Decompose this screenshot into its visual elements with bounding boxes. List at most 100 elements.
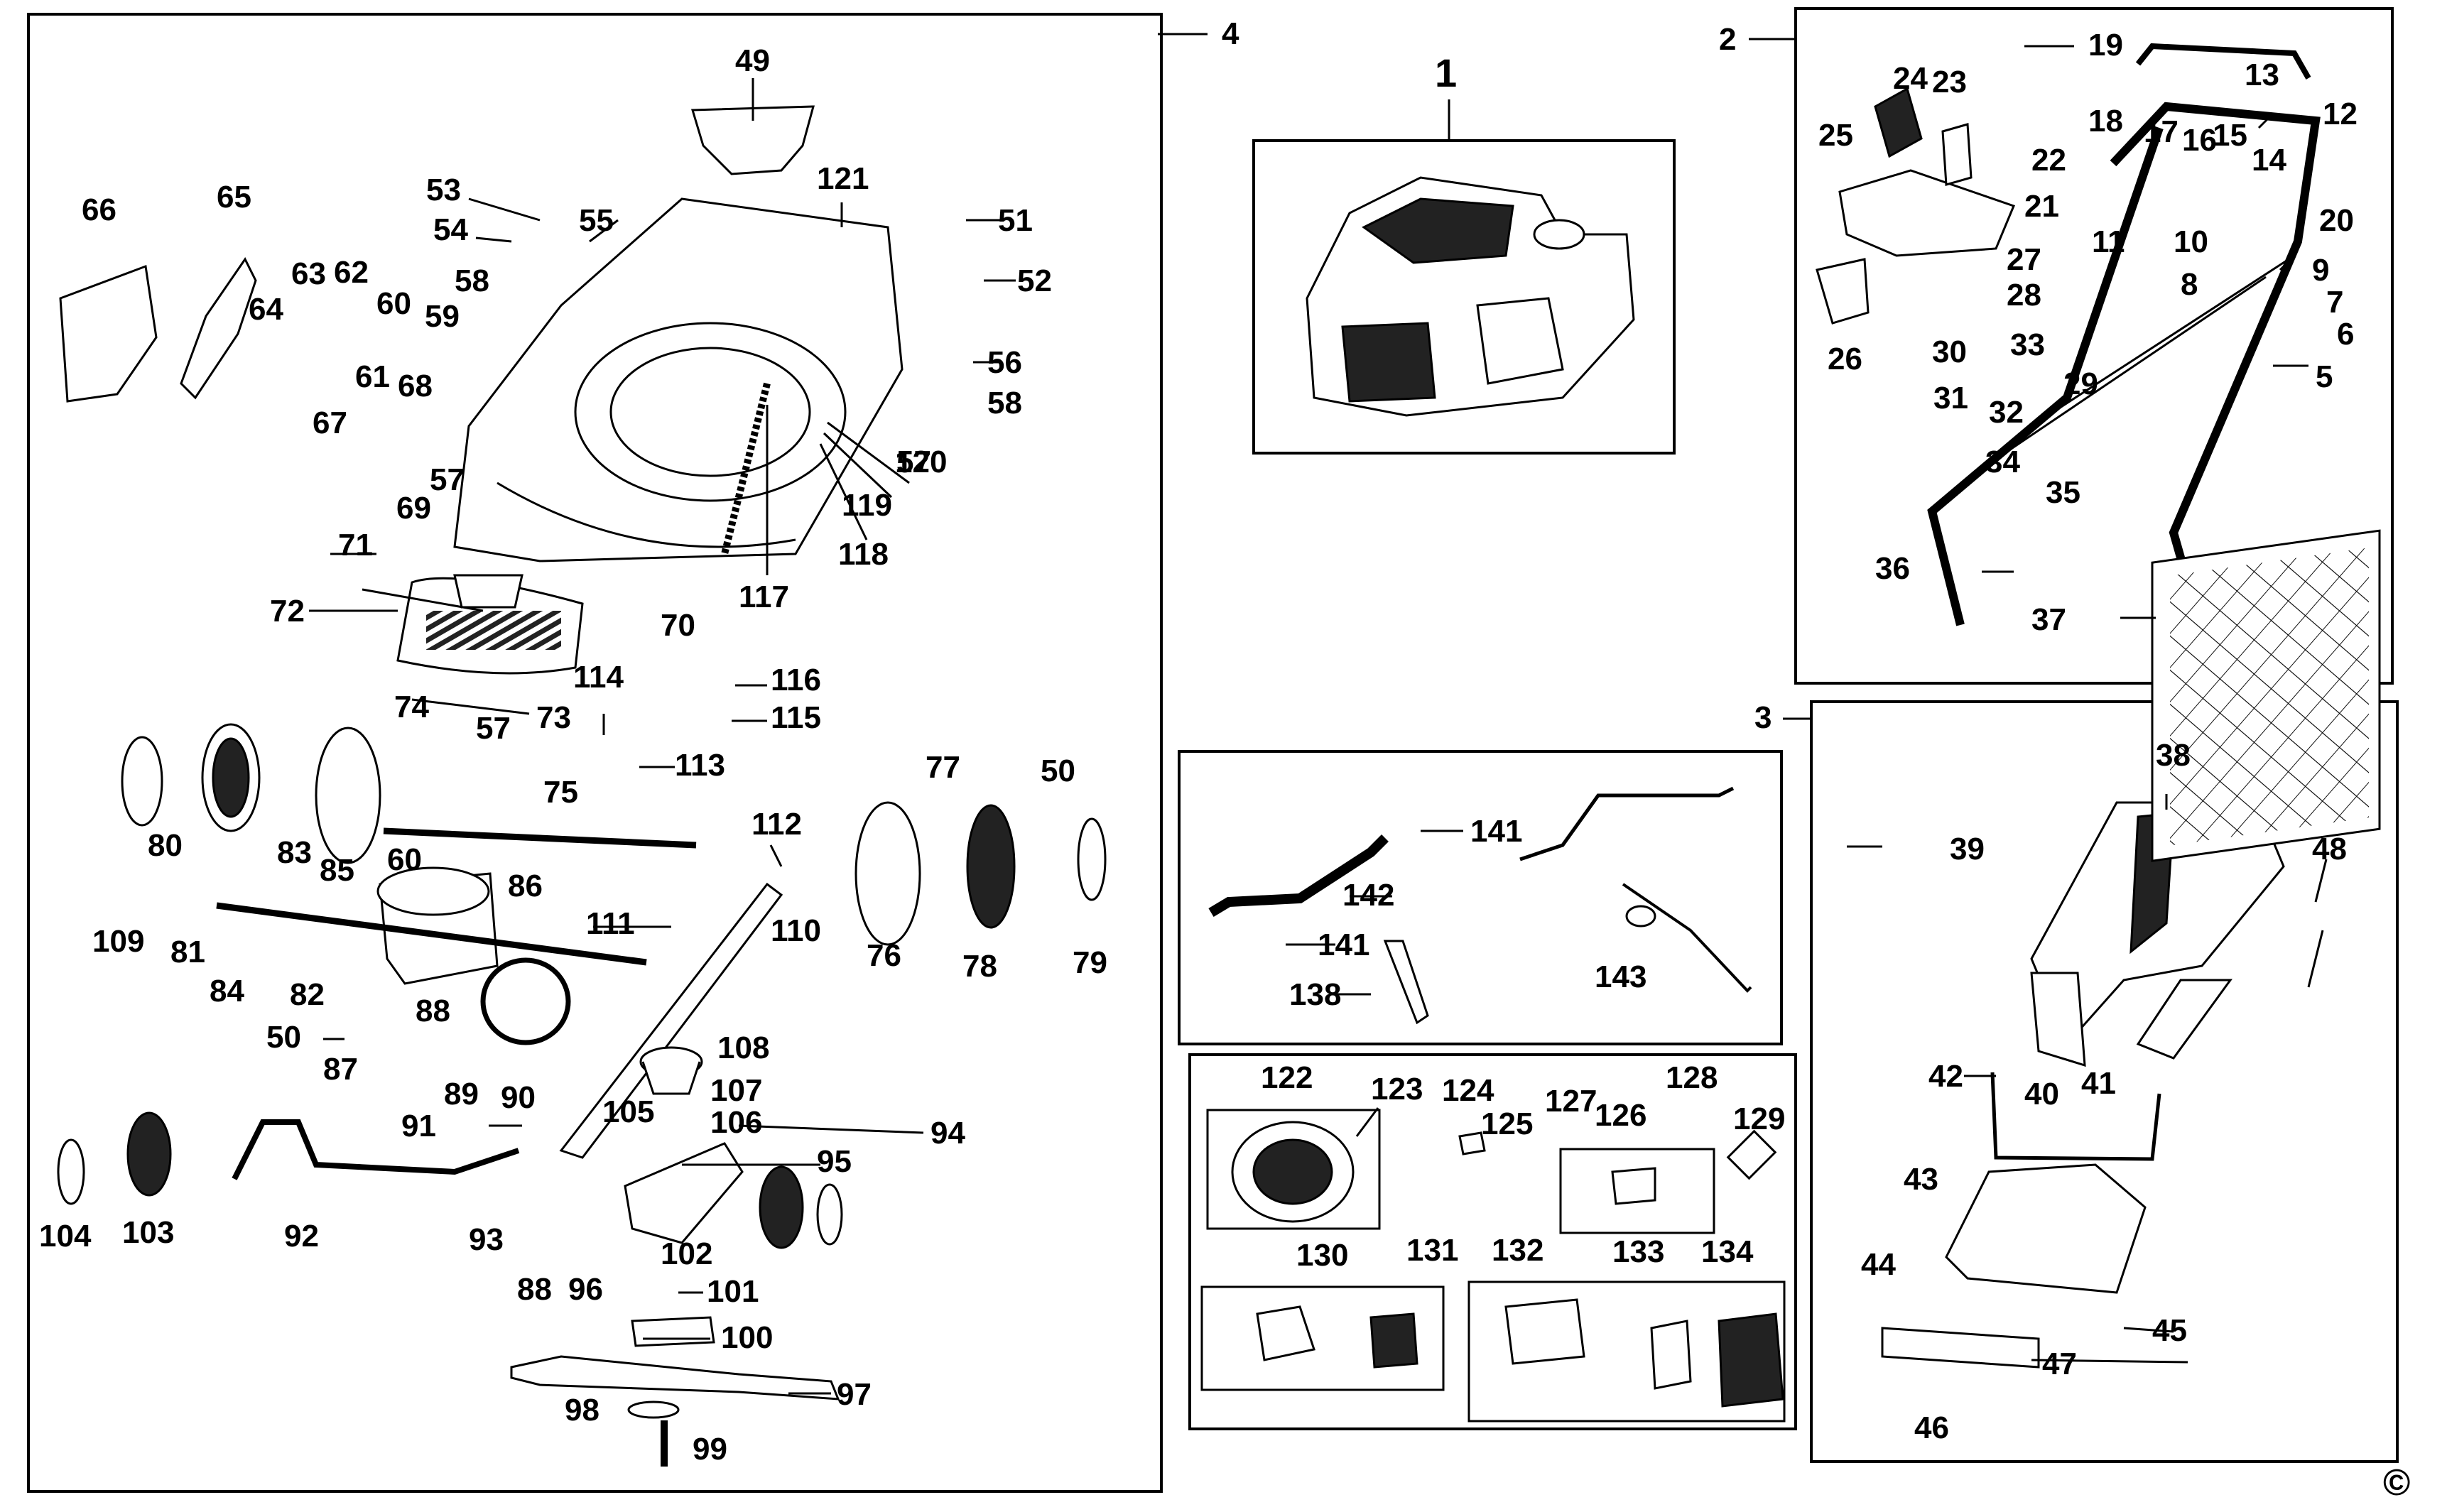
part-number-label: 100 [721, 1320, 773, 1355]
part-number-label: 15 [2213, 118, 2247, 153]
part-number-label: 128 [1666, 1060, 1718, 1095]
part-number-label: 58 [455, 263, 489, 298]
part-number-label: 85 [320, 853, 354, 888]
part-number-label: 90 [501, 1080, 536, 1115]
part-number-label: 97 [837, 1377, 872, 1412]
part-number-label: 103 [122, 1215, 174, 1250]
part-number-label: 107 [710, 1073, 762, 1108]
part-number-label: 93 [469, 1222, 504, 1257]
grassbag-artwork [1881, 529, 2381, 1369]
part-number-label: 76 [867, 938, 901, 973]
part-number-label: 33 [2010, 327, 2045, 362]
part-number-label: 55 [579, 203, 614, 238]
part-number-label: 2 [1719, 22, 1736, 57]
part-number-label: 121 [817, 161, 869, 196]
part-number-label: 49 [735, 43, 770, 78]
part-number-label: 12 [2323, 97, 2358, 131]
part-number-label: 34 [1985, 445, 2020, 479]
engine-parts-panel-frame [1188, 1053, 1797, 1430]
part-number-label: 37 [2031, 602, 2066, 637]
part-number-label: 102 [661, 1236, 712, 1271]
part-number-label: 53 [426, 173, 461, 207]
part-number-label: 127 [1545, 1084, 1597, 1119]
part-number-label: 94 [930, 1116, 965, 1151]
part-number-label: 132 [1492, 1233, 1543, 1268]
part-number-label: 122 [1261, 1060, 1313, 1095]
part-number-label: 14 [2252, 143, 2286, 178]
part-number-label: 88 [416, 994, 450, 1028]
part-number-label: 141 [1470, 814, 1522, 849]
part-number-label: 92 [284, 1219, 319, 1253]
part-number-label: 126 [1595, 1098, 1646, 1133]
part-number-label: 3 [1754, 700, 1772, 735]
part-number-label: 72 [270, 594, 305, 629]
part-number-label: 108 [717, 1030, 769, 1065]
part-number-label: 57 [430, 462, 465, 497]
part-number-label: 104 [39, 1219, 92, 1253]
part-number-label: 47 [2042, 1347, 2077, 1381]
part-number-label: 79 [1073, 945, 1107, 980]
part-number-label: 13 [2245, 58, 2279, 92]
part-number-label: 50 [1041, 754, 1075, 788]
part-number-label: 83 [277, 835, 312, 870]
part-number-label: 17 [2144, 114, 2179, 149]
part-number-label: 96 [568, 1272, 603, 1307]
engine-panel-frame [1252, 139, 1676, 455]
part-number-label: 75 [543, 775, 578, 810]
part-number-label: 19 [2088, 28, 2123, 62]
part-number-label: 105 [602, 1094, 654, 1129]
part-number-label: 10 [2174, 224, 2208, 259]
part-number-label: 133 [1612, 1234, 1664, 1269]
part-number-label: 60 [376, 286, 411, 321]
part-number-label: 109 [92, 924, 144, 959]
part-number-label: 115 [771, 700, 821, 735]
deck-parts-artwork [57, 105, 1107, 1467]
part-number-label: 68 [398, 369, 433, 403]
part-number-label: 50 [266, 1020, 301, 1055]
part-number-label: 60 [387, 842, 422, 877]
part-number-label: 30 [1932, 335, 1967, 369]
part-number-label: 46 [1914, 1410, 1949, 1445]
part-number-label: 112 [752, 807, 802, 842]
part-number-label: 42 [1928, 1059, 1963, 1094]
part-number-label: 61 [355, 359, 390, 394]
part-number-label: 40 [2024, 1077, 2059, 1111]
part-number-label: 57 [476, 711, 511, 746]
part-number-label: 27 [2007, 242, 2041, 277]
deck-panel-frame [27, 13, 1163, 1493]
part-number-label: 142 [1342, 878, 1394, 913]
part-number-label: 131 [1406, 1233, 1458, 1268]
part-number-label: 39 [1950, 832, 1985, 866]
part-number-label: 110 [771, 913, 821, 948]
part-number-label: 125 [1481, 1106, 1533, 1141]
part-number-label: 23 [1932, 65, 1967, 99]
part-number-label: 89 [444, 1077, 479, 1111]
part-number-label: 88 [517, 1272, 552, 1307]
part-number-label: 73 [536, 700, 571, 735]
part-number-label: 45 [2152, 1313, 2187, 1348]
part-number-label: 84 [210, 974, 244, 1008]
panel-frames [27, 7, 2399, 1493]
part-number-label: 28 [2007, 278, 2041, 312]
part-number-label: 31 [1933, 381, 1968, 415]
part-number-label: 118 [838, 537, 889, 572]
part-number-label: 51 [998, 203, 1033, 238]
part-number-label: 86 [508, 869, 543, 903]
part-number-label: 36 [1875, 551, 1910, 586]
copyright-mark: © [2383, 1462, 2410, 1503]
part-number-label: 4 [1222, 16, 1239, 51]
part-number-label: 119 [842, 488, 892, 523]
part-number-label: 116 [771, 663, 821, 697]
part-number-label: 29 [2063, 366, 2098, 401]
part-number-label: 48 [2312, 832, 2347, 866]
part-number-label: 77 [926, 750, 960, 785]
part-number-label: 81 [170, 935, 205, 969]
engine-artwork [1306, 176, 1635, 417]
part-number-label: 58 [987, 386, 1022, 420]
engine-parts-artwork [1231, 1121, 1784, 1408]
part-number-label: 38 [2156, 738, 2191, 773]
part-number-label: 129 [1733, 1102, 1785, 1136]
part-number-label: 52 [1017, 263, 1052, 298]
part-number-label: 67 [313, 406, 347, 440]
